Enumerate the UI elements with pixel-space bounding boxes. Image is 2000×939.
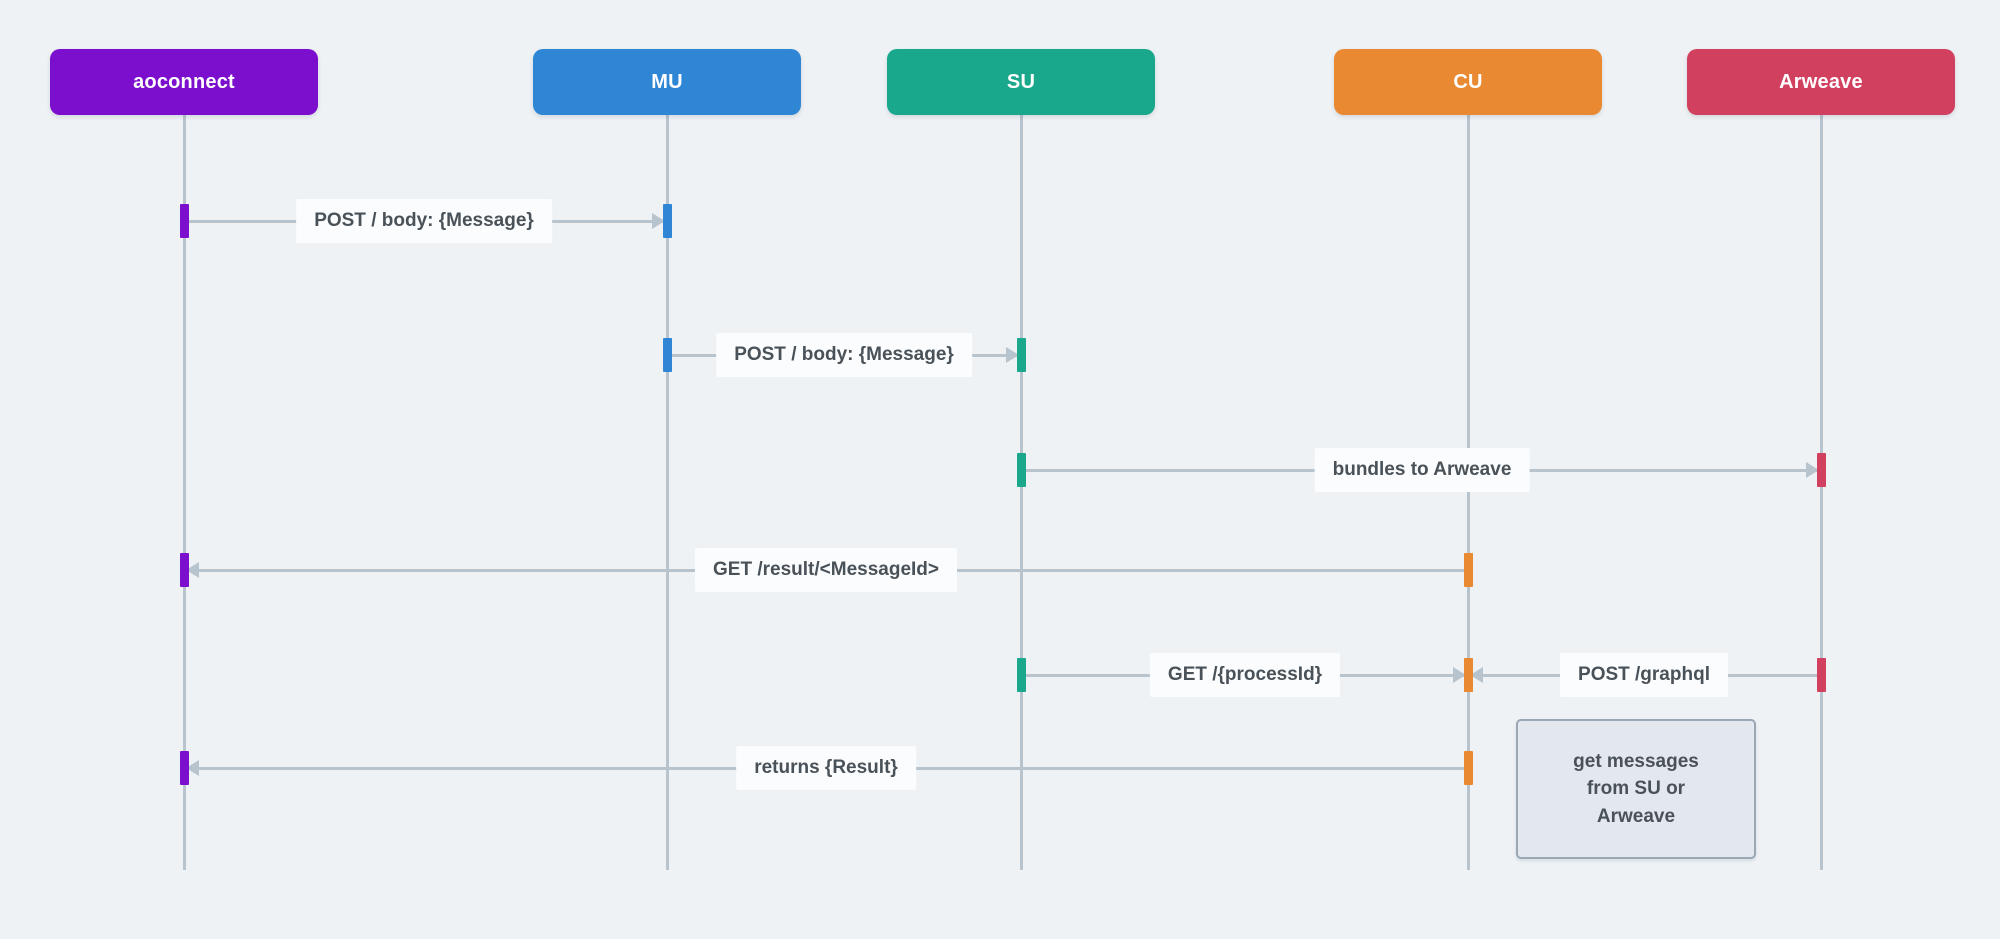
message-label-m6: POST /graphql <box>1560 653 1728 697</box>
arrow-head-m4 <box>186 562 199 578</box>
participant-cu[interactable]: CU <box>1334 49 1602 115</box>
activation-su-m3 <box>1017 453 1026 487</box>
participant-label: aoconnect <box>133 70 235 93</box>
participant-label: CU <box>1453 70 1483 93</box>
activation-mu-m1 <box>663 204 672 238</box>
participant-label: Arweave <box>1779 70 1863 93</box>
message-label-m2: POST / body: {Message} <box>716 333 972 377</box>
arrow-head-m2 <box>1006 347 1019 363</box>
activation-arweave-m3 <box>1817 453 1826 487</box>
participant-su[interactable]: SU <box>887 49 1155 115</box>
message-label-m4: GET /result/<MessageId> <box>695 548 957 592</box>
note-line: Arweave <box>1596 805 1676 827</box>
activation-aoconnect-m1 <box>180 204 189 238</box>
activation-su-m5 <box>1017 658 1026 692</box>
activation-mu-m2 <box>663 338 672 372</box>
arrow-head-m1 <box>652 213 665 229</box>
arrow-head-m3 <box>1806 462 1819 478</box>
activation-cu-m6 <box>1464 658 1473 692</box>
message-label-m1: POST / body: {Message} <box>296 199 552 243</box>
lifeline-aoconnect <box>183 104 186 870</box>
arrow-head-m7 <box>186 760 199 776</box>
note-line: from SU or <box>1586 778 1686 800</box>
participant-label: MU <box>651 70 683 93</box>
participant-aoconnect[interactable]: aoconnect <box>50 49 318 115</box>
lifeline-mu <box>666 104 669 870</box>
note-box: get messages from SU or Arweave <box>1516 719 1756 859</box>
participant-arweave[interactable]: Arweave <box>1687 49 1955 115</box>
activation-su-m2 <box>1017 338 1026 372</box>
activation-cu-m7 <box>1464 751 1473 785</box>
lifeline-arweave <box>1820 104 1823 870</box>
activation-aoconnect-m4 <box>180 553 189 587</box>
message-label-m3: bundles to Arweave <box>1314 448 1530 492</box>
participant-mu[interactable]: MU <box>533 49 801 115</box>
participant-label: SU <box>1006 70 1036 93</box>
activation-aoconnect-m7 <box>180 751 189 785</box>
lifeline-su <box>1020 104 1023 870</box>
arrow-head-m6 <box>1470 667 1483 683</box>
message-label-m7: returns {Result} <box>736 746 916 790</box>
message-label-m5: GET /{processId} <box>1149 653 1341 697</box>
note-line: get messages <box>1573 750 1699 772</box>
activation-cu-m4 <box>1464 553 1473 587</box>
activation-arweave-m6 <box>1817 658 1826 692</box>
arrow-head-m5 <box>1453 667 1466 683</box>
